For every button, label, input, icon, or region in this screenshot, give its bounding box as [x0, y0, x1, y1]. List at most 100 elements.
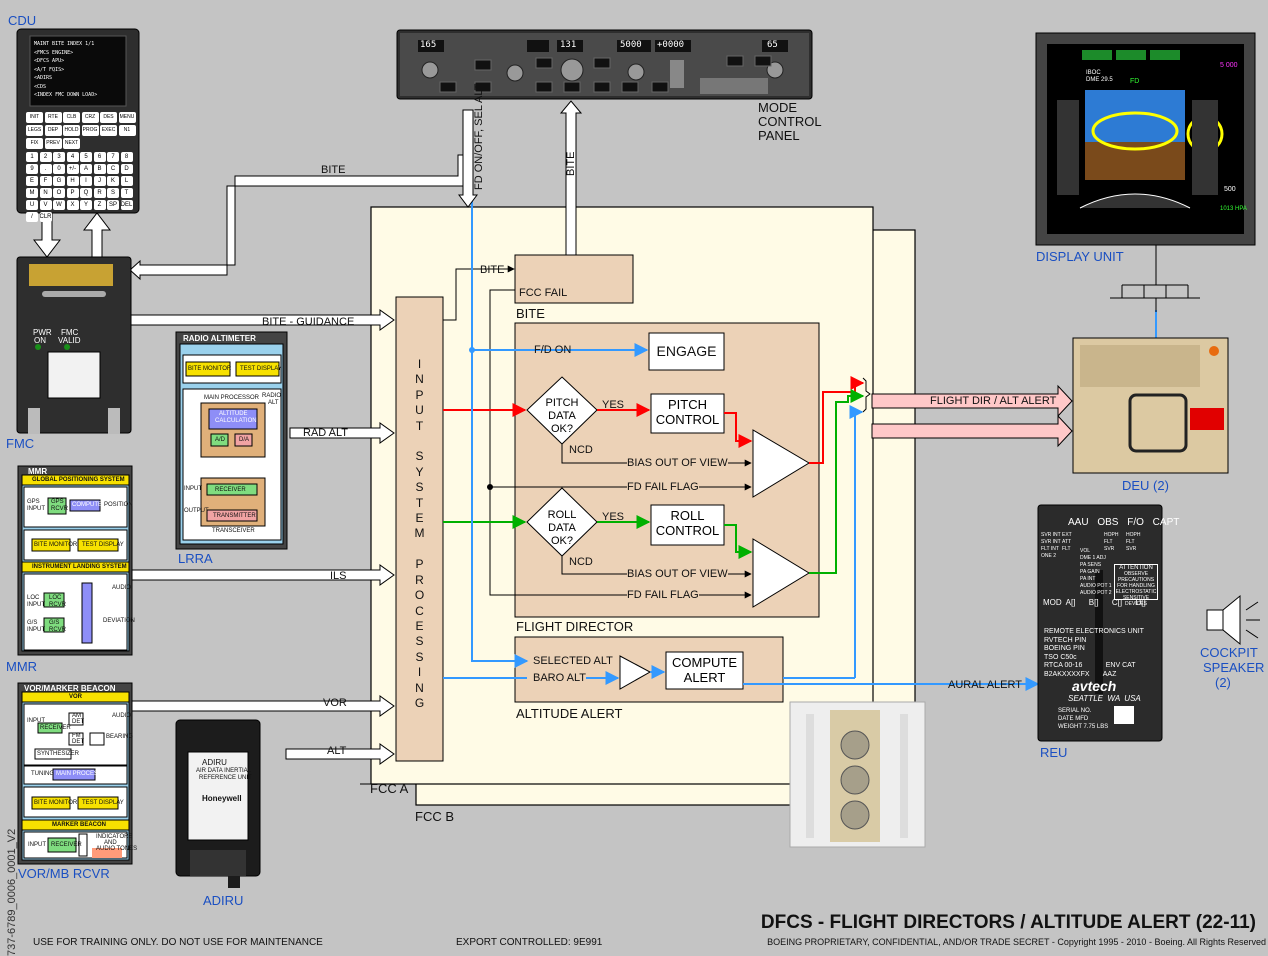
footer-right: BOEING PROPRIETARY, CONFIDENTIAL, AND/OR…: [767, 937, 1266, 947]
mmr-gps-input-1: GPS: [27, 499, 40, 505]
cdu-function-key[interactable]: RTE: [44, 112, 62, 123]
cdu-key[interactable]: CLR: [39, 212, 52, 222]
cdu-key[interactable]: 2: [39, 152, 52, 162]
mcp-heading: 131: [560, 40, 577, 50]
roll-fd-fail-label: FD FAIL FLAG: [627, 589, 699, 601]
pfd-fd: FD: [1130, 78, 1140, 85]
cdu-key[interactable]: Y: [80, 200, 92, 210]
cdu-key[interactable]: M: [26, 188, 38, 198]
lrra-transmitter: TRANSMITTER: [213, 513, 256, 519]
compute-alert-line-0: COMPUTE: [672, 655, 737, 670]
cdu-function-key[interactable]: EXEC: [100, 125, 117, 136]
cdu-key[interactable]: 8: [120, 152, 133, 162]
cdu-key[interactable]: 0: [53, 164, 65, 174]
cdu-key[interactable]: F: [39, 176, 52, 186]
cdu-key[interactable]: N: [39, 188, 52, 198]
cdu-key[interactable]: K: [107, 176, 119, 186]
cdu-key[interactable]: T: [120, 188, 133, 198]
cdu-key[interactable]: P: [66, 188, 79, 198]
deu-label: DEU (2): [1122, 478, 1169, 493]
cdu-key[interactable]: O: [53, 188, 65, 198]
cdu-key[interactable]: C: [107, 164, 119, 174]
mmr-gs-rcvr-1: G/S: [49, 620, 60, 626]
lrra-alt-calc-1: ALTITUDE: [219, 411, 248, 417]
vor-title: VOR: [69, 694, 83, 700]
altitude-alert-title: ALTITUDE ALERT: [516, 706, 623, 721]
mmr-gs-input-2: INPUT: [27, 627, 45, 633]
cdu-key[interactable]: L: [120, 176, 133, 186]
cdu-function-key[interactable]: PROG: [81, 125, 99, 136]
mmr-loc-input-2: INPUT: [27, 602, 45, 608]
cdu-function-key[interactable]: DES: [100, 112, 117, 123]
mcp-label-2: CONTROL: [758, 114, 822, 129]
reu-info-line-0: REMOTE ELECTRONICS UNIT: [1044, 628, 1144, 635]
cdu-key[interactable]: U: [26, 200, 38, 210]
cdu-function-key[interactable]: HOLD: [63, 125, 80, 136]
document-id: 737-6789_0006_0001_V2: [6, 828, 18, 956]
pfd-ils: IBOC: [1086, 70, 1101, 76]
cdu-key[interactable]: /: [26, 212, 38, 222]
cdu-key[interactable]: 6: [93, 152, 106, 162]
cdu-key[interactable]: 5: [80, 152, 92, 162]
cdu-function-key[interactable]: PREV PAGE: [44, 138, 62, 149]
cdu-key[interactable]: +/-: [66, 164, 79, 174]
cdu-function-key[interactable]: DEP ARR: [44, 125, 62, 136]
reu-serial-line-0: SERIAL NO.: [1058, 708, 1092, 714]
cdu-function-key[interactable]: MENU: [118, 112, 136, 123]
cdu-key[interactable]: 7: [107, 152, 119, 162]
mmr-gps-title: GLOBAL POSITIONING SYSTEM: [32, 477, 125, 483]
cdu-key[interactable]: R: [93, 188, 106, 198]
cdu-key[interactable]: J: [93, 176, 106, 186]
mmr-loc-rcvr-1: LOC: [49, 595, 62, 601]
cdu-key[interactable]: E: [26, 176, 38, 186]
vor-mb-title: VOR/MARKER BEACON: [24, 684, 116, 693]
adiru-line1: AIR DATA INERTIAL: [196, 768, 252, 774]
cdu-key[interactable]: S: [107, 188, 119, 198]
cdu-function-key[interactable]: NEXT PAGE: [63, 138, 80, 149]
cdu-function-key[interactable]: FIX: [26, 138, 43, 149]
cdu-key[interactable]: X: [66, 200, 79, 210]
cdu-function-key[interactable]: LEGS: [26, 125, 43, 136]
diagram-title: DFCS - FLIGHT DIRECTORS / ALTITUDE ALERT…: [760, 912, 1256, 933]
input-processing-box: [395, 296, 444, 762]
fd-sel-alt-signal: FD ON/OFF, SEL ALT: [473, 83, 485, 190]
cdu-key[interactable]: 3: [53, 152, 65, 162]
cdu-key[interactable]: B: [93, 164, 106, 174]
cdu-function-key[interactable]: CRZ: [81, 112, 99, 123]
input-processing-char-20: I: [417, 665, 422, 680]
cdu-screen-line-4: <ADIRS: [34, 75, 53, 81]
reu-col3-line-0: VOL: [1080, 548, 1091, 554]
cdu-function-key[interactable]: N1 LIMIT: [118, 125, 136, 136]
cdu-function-key[interactable]: INIT REF: [26, 112, 43, 123]
cdu-function-key[interactable]: CLB: [63, 112, 80, 123]
lrra-input: INPUT: [184, 486, 202, 492]
cdu-key[interactable]: 9: [26, 164, 38, 174]
cdu-key[interactable]: .: [39, 164, 52, 174]
reu-info-line-2: BOEING PIN: [1044, 645, 1085, 652]
cdu-key[interactable]: 4: [66, 152, 79, 162]
adiru-unit: [175, 719, 261, 888]
lrra-bite-monitor: BITE MONITOR: [188, 366, 232, 372]
mcp-label-1: MODE: [758, 100, 797, 115]
cdu-key[interactable]: W: [53, 200, 65, 210]
input-processing-char-3: U: [415, 403, 424, 418]
cdu-key[interactable]: H: [66, 176, 79, 186]
cdu-key[interactable]: D: [120, 164, 133, 174]
mmr-loc-input-1: LOC: [27, 595, 40, 601]
cdu-key[interactable]: 1: [26, 152, 38, 162]
fmc-label: FMC: [6, 436, 35, 451]
lrra-radio-alt-2: ALT: [268, 400, 279, 406]
cdu-key[interactable]: I: [80, 176, 92, 186]
mmr-gs-rcvr-2: RCVR: [49, 627, 67, 633]
cdu-key[interactable]: G: [53, 176, 65, 186]
reu-col5-line-0: HOPH: [1126, 532, 1141, 538]
cdu-key[interactable]: DEL: [120, 200, 133, 210]
cdu-key[interactable]: Q: [80, 188, 92, 198]
rad-alt-signal: RAD ALT: [303, 427, 349, 439]
cdu-key[interactable]: A: [80, 164, 92, 174]
reu-col5-line-1: FLT: [1126, 539, 1135, 545]
cdu-key[interactable]: Z: [93, 200, 106, 210]
cdu-key[interactable]: V: [39, 200, 52, 210]
cdu-key[interactable]: SP: [107, 200, 119, 210]
